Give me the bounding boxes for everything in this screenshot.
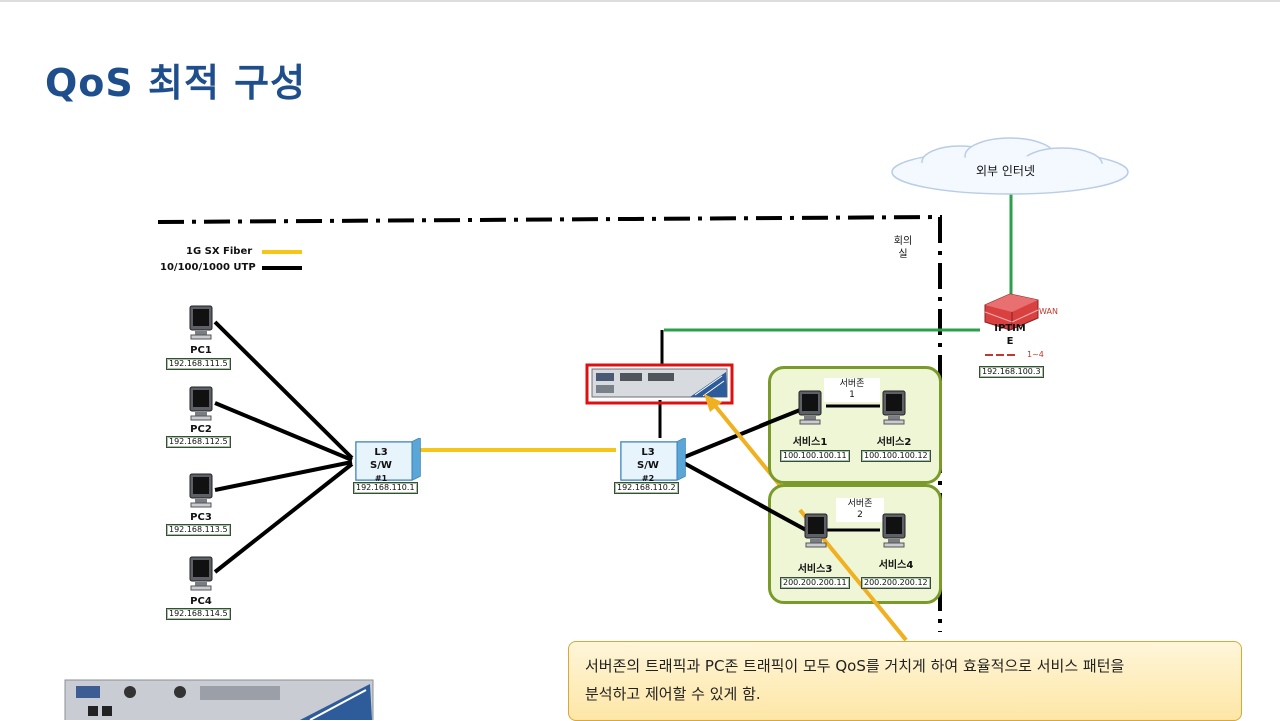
pc2-label: PC2 xyxy=(190,424,212,435)
link-pc1-switch1 xyxy=(213,320,354,460)
service4-label: 서비스4 xyxy=(878,560,914,571)
router-name-line1: IPTIM xyxy=(994,323,1026,334)
pc3-ip: 192.168.113.5 xyxy=(166,524,231,536)
pc4-monitor-icon xyxy=(187,556,215,592)
switch2-label-sw: S/W xyxy=(637,460,659,471)
link-pc2-switch1 xyxy=(214,401,353,462)
page-title: QoS 최적 구성 xyxy=(45,61,307,105)
service3-monitor-icon xyxy=(802,513,830,549)
qos-highlight-box xyxy=(585,363,734,405)
pc3-label: PC3 xyxy=(190,512,212,523)
router-firewall-icon xyxy=(984,293,1039,331)
service2-ip: 100.100.100.12 xyxy=(861,450,931,462)
switch2-label-num: #2 xyxy=(641,474,655,483)
router-ports-label: 1~4 xyxy=(1027,350,1044,359)
switch1-ip: 192.168.110.1 xyxy=(353,482,418,494)
link-pc4-switch1 xyxy=(213,462,354,574)
pc1-label: PC1 xyxy=(190,345,212,356)
service3-ip: 200.200.200.11 xyxy=(780,577,850,589)
switch1-icon xyxy=(350,436,422,482)
switch2-label-l3: L3 xyxy=(641,447,655,458)
pc2-ip: 192.168.112.5 xyxy=(166,436,231,448)
switch1-label-sw: S/W xyxy=(370,460,392,471)
switch1-label-l3: L3 xyxy=(374,447,388,458)
pc4-ip: 192.168.114.5 xyxy=(166,608,231,620)
pc1-ip: 192.168.111.5 xyxy=(166,358,231,370)
service1-label: 서비스1 xyxy=(792,437,828,448)
room-label-line1: 회의 xyxy=(893,236,913,247)
room-label-line2: 실 xyxy=(898,249,908,260)
callout-box: 서버존의 트래픽과 PC존 트래픽이 모두 QoS를 거치게 하여 효율적으로 … xyxy=(568,641,1242,721)
pc2-monitor-icon xyxy=(187,386,215,422)
service2-monitor-icon xyxy=(880,390,908,426)
router-wan-label: WAN xyxy=(1039,307,1058,316)
service3-label: 서비스3 xyxy=(797,564,833,575)
service2-label: 서비스2 xyxy=(876,437,912,448)
service1-monitor-icon xyxy=(796,390,824,426)
switch2-ip: 192.168.110.2 xyxy=(614,482,679,494)
router-name-line2: E xyxy=(1006,336,1014,347)
callout-line-1: 서버존의 트래픽과 PC존 트래픽이 모두 QoS를 거치게 하여 효율적으로 … xyxy=(585,657,1125,675)
pc3-monitor-icon xyxy=(187,473,215,509)
callout-arrow-head xyxy=(704,394,722,412)
pc4-label: PC4 xyxy=(190,596,212,607)
router-ip: 192.168.100.3 xyxy=(979,366,1044,378)
appliance-photo xyxy=(64,679,374,720)
service1-ip: 100.100.100.11 xyxy=(780,450,850,462)
service4-monitor-icon xyxy=(880,513,908,549)
legend-utp-label: 10/100/1000 UTP xyxy=(160,262,256,273)
callout-line-2: 분석하고 제어할 수 있게 함. xyxy=(585,685,761,703)
service4-ip: 200.200.200.12 xyxy=(861,577,931,589)
internet-label: 외부 인터넷 xyxy=(976,164,1036,178)
pc1-monitor-icon xyxy=(187,305,215,341)
legend-fiber-label: 1G SX Fiber xyxy=(186,246,253,257)
qos-appliance-icon xyxy=(591,368,728,398)
switch2-icon xyxy=(615,436,687,482)
internet-cloud xyxy=(891,137,1129,195)
switch1-label-num: #1 xyxy=(374,474,388,483)
link-pc3-switch1 xyxy=(214,460,353,492)
